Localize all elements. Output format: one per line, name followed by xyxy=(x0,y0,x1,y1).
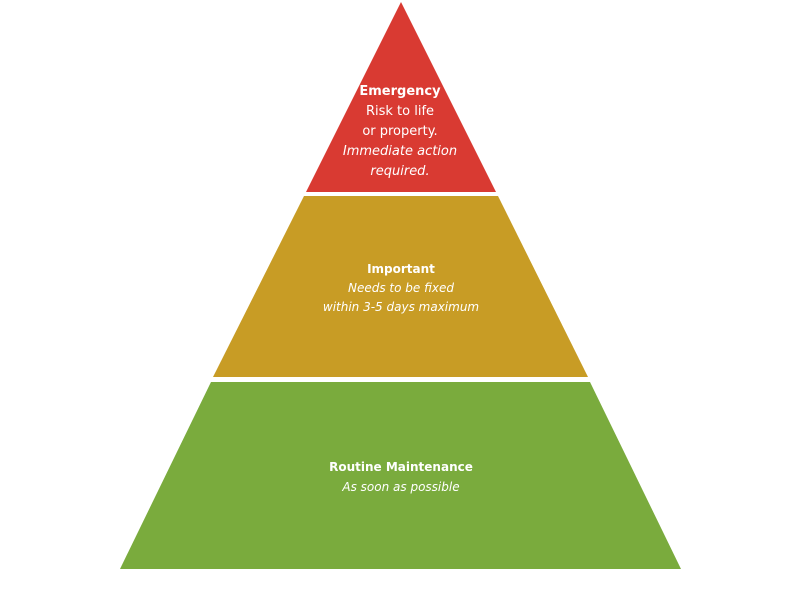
important-tier-shape xyxy=(213,196,588,377)
routine-maintenance-title: Routine Maintenance xyxy=(329,460,473,474)
emergency-title: Emergency xyxy=(359,84,441,99)
emergency-description-line-2: or property. xyxy=(362,124,438,139)
routine-maintenance-description: As soon as possible xyxy=(342,480,460,494)
important-title: Important xyxy=(367,262,435,276)
emergency-description-line-1: Risk to life xyxy=(365,104,435,119)
emergency-action-line-1: Immediate action xyxy=(342,144,458,159)
routine-maintenance-tier-text: Routine Maintenance As soon as possible xyxy=(329,457,473,497)
emergency-tier-text: Emergency Risk to life or property. Imme… xyxy=(343,82,457,182)
important-description-line-2: within 3-5 days maximum xyxy=(322,300,480,314)
important-tier-text: Important Needs to be fixed within 3-5 d… xyxy=(323,260,479,317)
emergency-tier-shape xyxy=(306,2,496,192)
routine-maintenance-tier-shape xyxy=(120,382,681,569)
emergency-action-line-2: required. xyxy=(370,164,430,179)
important-description-line-1: Needs to be fixed xyxy=(348,281,454,295)
